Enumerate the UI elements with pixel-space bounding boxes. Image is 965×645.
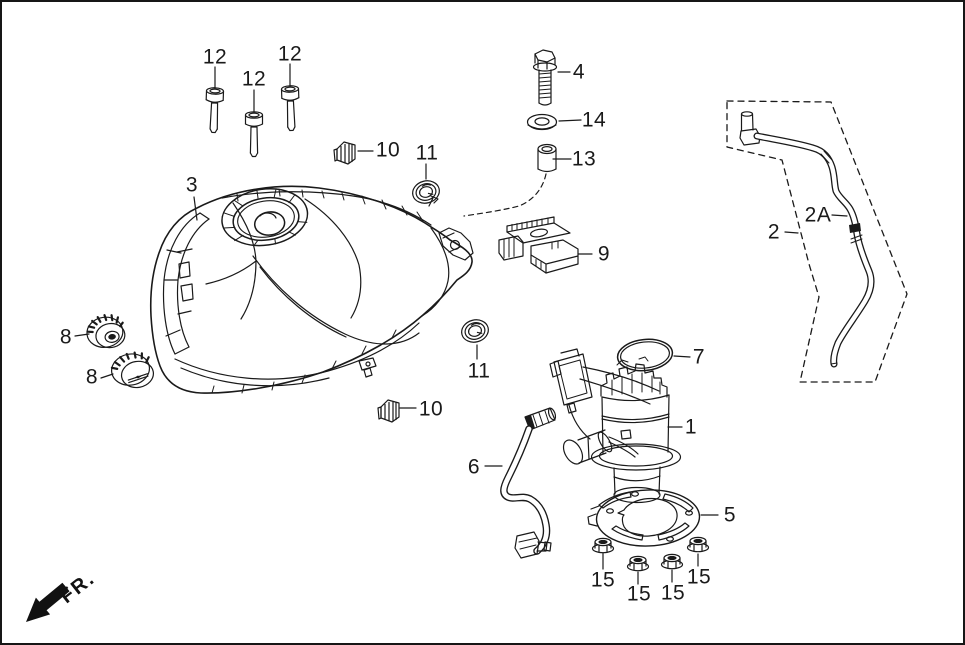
drain-hose-drawing (500, 407, 557, 559)
callout-cushion-upper: 8 (59, 325, 73, 349)
bracket-drawing (498, 216, 579, 274)
grommet-lower-drawing (458, 316, 492, 346)
callout-clip-lower: 10 (418, 397, 444, 421)
washer-drawing (526, 113, 558, 131)
callout-mount-plate: 5 (723, 503, 737, 527)
callout-cushion-lower: 8 (85, 365, 99, 389)
callout-fuel-hose-section: 2A (804, 203, 832, 227)
callout-flange-nut-4: 15 (686, 565, 712, 589)
callout-flange-nut-3: 15 (660, 581, 686, 605)
callout-flange-nut-1: 15 (590, 568, 616, 592)
flange-nut-1-drawing (591, 537, 615, 554)
callout-collar-spacer: 13 (571, 147, 597, 171)
collar-bolt-right-drawing (280, 84, 301, 132)
grommet-upper-drawing (409, 177, 443, 207)
callout-collar-bolt-middle: 12 (241, 67, 267, 91)
fuel-hose-drawing (739, 111, 875, 368)
mount-plate-drawing (587, 489, 701, 547)
flange-nut-2-drawing (626, 555, 650, 572)
fuel-tank-drawing (149, 185, 474, 394)
callout-fuel-tank: 3 (185, 173, 199, 197)
callout-o-ring: 7 (692, 345, 706, 369)
collar-bolt-middle-drawing (244, 111, 264, 158)
fuel-pump-drawing (549, 348, 682, 504)
callout-fuel-hose: 2 (767, 220, 781, 244)
clip-upper-drawing (333, 141, 356, 165)
flange-bolt-drawing (532, 49, 558, 106)
callout-clip-upper: 10 (375, 138, 401, 162)
collar-spacer-drawing (537, 143, 557, 173)
callout-grommet-upper: 11 (415, 141, 439, 165)
callout-collar-bolt-right: 12 (277, 42, 303, 66)
callout-bracket: 9 (597, 242, 611, 266)
callout-flange-bolt: 4 (572, 60, 586, 84)
callout-fuel-pump: 1 (684, 415, 698, 439)
cushion-lower-drawing (110, 351, 154, 389)
fr-direction-arrow-icon (26, 582, 70, 622)
callout-drain-hose: 6 (467, 455, 481, 479)
cushion-upper-drawing (86, 314, 126, 349)
clip-lower-drawing (377, 399, 400, 423)
callout-washer: 14 (581, 108, 607, 132)
flange-nut-3-drawing (660, 553, 684, 570)
callout-flange-nut-2: 15 (626, 582, 652, 606)
callout-grommet-lower: 11 (467, 359, 491, 383)
fuel-hose-region-outline (726, 100, 908, 383)
flange-nut-4-drawing (686, 536, 710, 553)
collar-bolt-left-drawing (204, 86, 225, 134)
leader-lines (74, 63, 848, 585)
callout-collar-bolt-left: 12 (202, 45, 228, 69)
o-ring-drawing (616, 338, 674, 372)
